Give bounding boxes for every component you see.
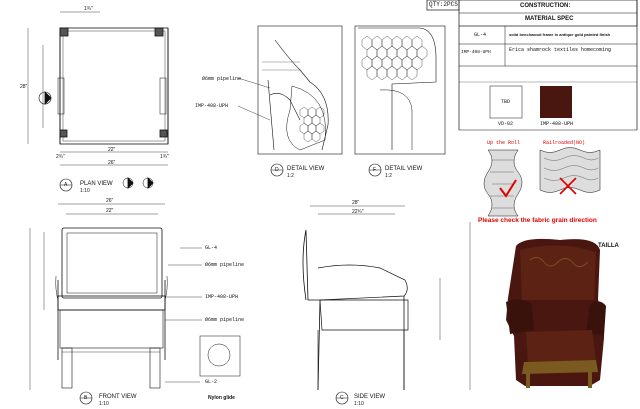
- callout-imp-2: IMP-408-UPH: [205, 294, 239, 300]
- brand-label: TAILLA: [598, 243, 619, 249]
- detail-d-letter: D: [275, 167, 279, 173]
- plan-dim-width: 22": [108, 147, 116, 153]
- front-dim-top: 26": [106, 198, 114, 204]
- spec-row-1-code: GL-4: [474, 32, 487, 38]
- material-spec-title: MATERIAL SPEC: [525, 16, 574, 22]
- side-view-scale: 1:10: [354, 401, 364, 407]
- front-view-title: FRONT VIEW: [99, 394, 137, 400]
- plan-dim-overall: 26": [108, 160, 116, 166]
- front-view-scale: 1:10: [99, 401, 109, 407]
- spec-row-2-code: IMP-408-UPH: [461, 50, 491, 55]
- grain-left-label: Up the Roll: [487, 140, 521, 146]
- swatch-1-code: VD-02: [498, 121, 514, 127]
- qty-label: QTY:2PCS: [429, 1, 458, 8]
- honeycomb-hatch: [299, 35, 428, 143]
- chair-photo: [506, 238, 606, 388]
- detail-f-scale: 1:2: [385, 173, 392, 179]
- callout-pipeline-1: Ø6mm pipeline: [202, 76, 242, 82]
- grain-warning: Please check the fabric grain direction: [478, 217, 597, 224]
- callout-imp-1: IMP-408-UPH: [195, 103, 229, 109]
- side-dim-inner: 22¾": [352, 209, 364, 215]
- side-view-title: SIDE VIEW: [354, 394, 386, 400]
- swatch-1-label: TBD: [501, 99, 511, 105]
- side-dim-top: 28": [352, 200, 360, 206]
- fabric-grain-illustration: [483, 147, 601, 217]
- plan-view-scale: 1:10: [80, 188, 90, 194]
- callout-gl4: GL-4: [205, 245, 218, 251]
- front-dim-inner: 22": [106, 208, 114, 214]
- spec-row-1-desc: solid beechwood frame in antique gold pa…: [509, 32, 611, 37]
- detail-f-title: DETAIL VIEW: [385, 166, 423, 172]
- callout-nylon-glide: Nylon glide: [208, 395, 235, 401]
- plan-dim-b: 1¾": [160, 154, 169, 160]
- grain-right-label: Railroaded(NO): [543, 140, 586, 146]
- detail-d-scale: 1:2: [287, 173, 294, 179]
- front-view-letter: B: [84, 395, 88, 401]
- detail-f-letter: F: [373, 167, 377, 173]
- side-view-letter: C: [340, 395, 344, 401]
- plan-dim-left: 28": [20, 84, 28, 90]
- plan-view-letter: A: [64, 182, 68, 188]
- callout-gl2: GL-2: [205, 379, 218, 385]
- fabric-swatch-photo: [540, 86, 572, 118]
- swatch-2-code: IMP-408-UPH: [540, 121, 574, 127]
- plan-dim-a: 2¾": [56, 154, 65, 160]
- spec-row-2-desc: Erica shamrock textiles homecoming: [509, 47, 612, 53]
- callout-pipeline-2: Ø6mm pipeline: [205, 262, 245, 268]
- plan-dim-top: 1¾": [84, 6, 93, 12]
- callout-pipeline-3: Ø6mm pipeline: [205, 317, 245, 323]
- construction-title: CONSTRUCTION:: [520, 3, 571, 9]
- detail-d-title: DETAIL VIEW: [287, 166, 325, 172]
- plan-view-title: PLAN VIEW: [80, 181, 113, 187]
